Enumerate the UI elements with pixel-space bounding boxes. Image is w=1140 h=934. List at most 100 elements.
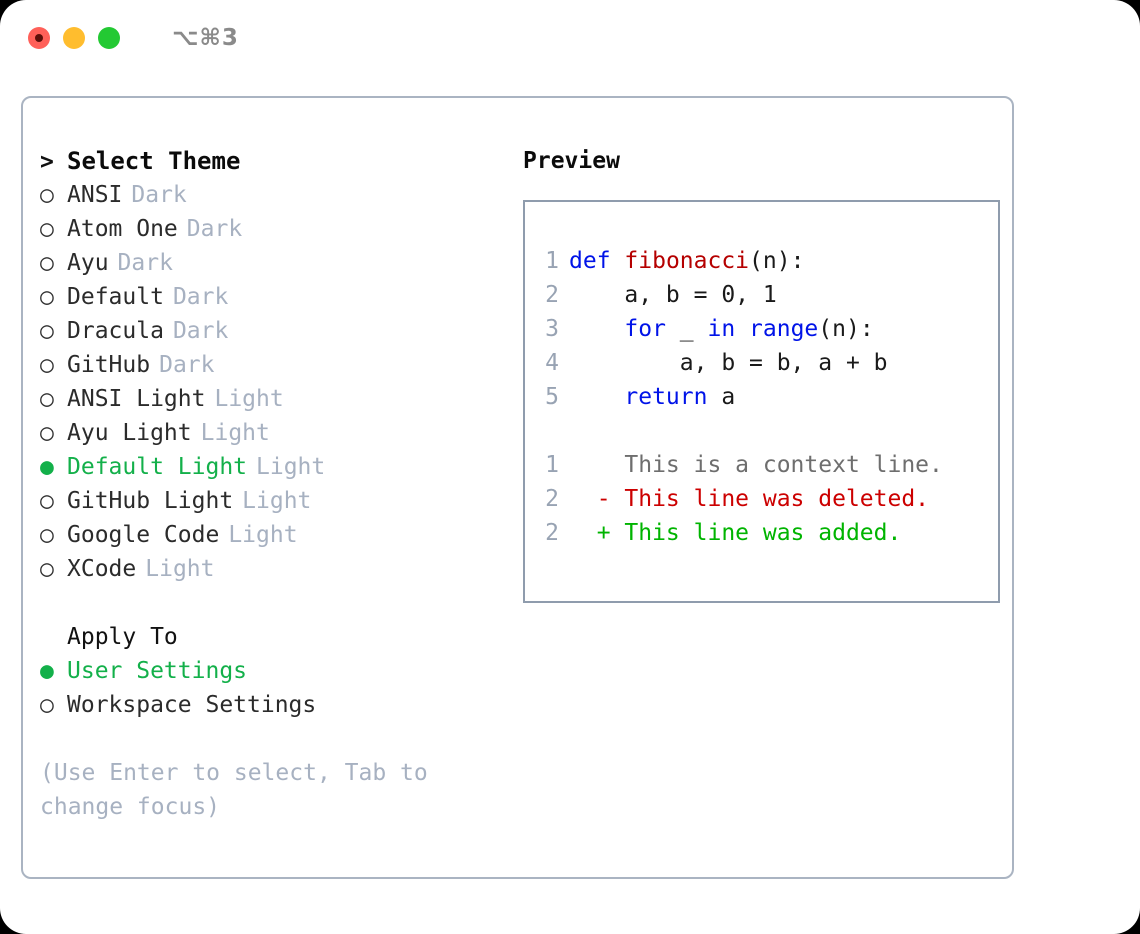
theme-option-row[interactable]: ○ Google Code Light [40, 518, 502, 552]
theme-option-label: GitHub [67, 352, 151, 378]
theme-variant-tag: Light [242, 488, 312, 514]
code-line-number: 2 [545, 282, 559, 308]
code-token: a, b = b, a + b [679, 350, 888, 376]
code-line-number: 5 [545, 384, 559, 410]
radio-selected-icon: ● [40, 454, 54, 480]
diff-line-number: 2 [545, 520, 559, 546]
code-token: for [624, 316, 666, 342]
window-titlebar: ⌥⌘3 [0, 0, 1140, 76]
apply-to-options-list: ●User Settings ○ Workspace Settings [40, 654, 502, 722]
theme-variant-tag: Light [200, 420, 270, 446]
theme-variant-tag: Light [228, 522, 298, 548]
theme-variant-tag: Dark [117, 250, 173, 276]
theme-option-label: ANSI Light [67, 386, 206, 412]
code-line-content: a, b = b, a + b [569, 346, 888, 380]
code-line: 4 a, b = b, a + b [525, 346, 998, 380]
theme-option-label: Dracula [67, 318, 164, 344]
code-line-number: 1 [545, 248, 559, 274]
apply-to-option-label: User Settings [67, 658, 248, 684]
radio-unselected-icon: ○ [40, 522, 54, 548]
theme-variant-tag: Dark [131, 182, 187, 208]
code-token: a [707, 384, 736, 410]
radio-unselected-icon: ○ [40, 386, 54, 412]
code-token: range [749, 316, 819, 342]
preview-title: Preview [523, 148, 620, 174]
code-token: _ [665, 316, 708, 342]
theme-option-row[interactable]: ○ Default Dark [40, 280, 502, 314]
theme-variant-tag: Dark [172, 318, 229, 344]
code-line-content: return a [569, 380, 735, 414]
select-theme-title: Select Theme [67, 147, 241, 175]
theme-option-label: Atom One [67, 216, 178, 242]
diff-line: 2 - This line was deleted. [525, 482, 998, 516]
theme-variant-tag: Light [214, 386, 284, 412]
theme-variant-tag: Dark [186, 216, 243, 242]
code-token: (n): [749, 248, 805, 274]
window-controls [28, 27, 120, 49]
apply-to-option-label: Workspace Settings [67, 692, 317, 718]
radio-unselected-icon: ○ [40, 352, 54, 378]
theme-option-row[interactable]: ○ Atom One Dark [40, 212, 502, 246]
select-theme-header: > Select Theme [40, 144, 502, 178]
radio-unselected-icon: ○ [40, 216, 54, 242]
theme-option-label: Default Light [67, 454, 248, 480]
radio-unselected-icon: ○ [40, 556, 54, 582]
diff-line: 1 This is a context line. [525, 448, 998, 482]
minimize-button-icon[interactable] [63, 27, 85, 49]
theme-option-label: Ayu Light [67, 420, 192, 446]
theme-variant-tag: Dark [172, 284, 229, 310]
diff-line-number: 1 [545, 452, 559, 478]
code-token [735, 316, 749, 342]
theme-option-row[interactable]: ○ ANSI Light Light [40, 382, 502, 416]
maximize-button-icon[interactable] [98, 27, 120, 49]
theme-variant-tag: Dark [159, 352, 215, 378]
diff-line: 2 + This line was added. [525, 516, 998, 550]
theme-option-label: ANSI [67, 182, 123, 208]
radio-unselected-icon: ○ [40, 284, 54, 310]
theme-option-row[interactable]: ○ GitHub Light Light [40, 484, 502, 518]
code-token: fibonacci [624, 248, 750, 274]
code-token: a, b = 0, 1 [624, 282, 777, 308]
window-shortcut-label: ⌥⌘3 [172, 25, 239, 51]
code-line: 2 a, b = 0, 1 [525, 278, 998, 312]
code-line-content: def fibonacci(n): [569, 244, 804, 278]
apply-to-title: Apply To [67, 624, 178, 650]
code-token: def [569, 248, 611, 274]
apply-to-option-row[interactable]: ●User Settings [40, 654, 502, 688]
radio-unselected-icon: ○ [40, 692, 54, 718]
theme-option-label: GitHub Light [67, 488, 234, 514]
code-line: 1 def fibonacci(n): [525, 244, 998, 278]
code-line-content: for _ in range(n): [569, 312, 873, 346]
theme-option-label: Ayu [67, 250, 109, 276]
theme-option-label: Default [67, 284, 164, 310]
code-line: 5 return a [525, 380, 998, 414]
code-line-content: a, b = 0, 1 [569, 278, 777, 312]
close-button-icon[interactable] [28, 27, 50, 49]
code-token [611, 248, 625, 274]
code-line: 3 for _ in range(n): [525, 312, 998, 346]
radio-unselected-icon: ○ [40, 488, 54, 514]
code-token: return [624, 384, 708, 410]
apply-to-option-row[interactable]: ○ Workspace Settings [40, 688, 502, 722]
diff-line-content: This is a context line. [569, 452, 943, 478]
theme-option-row[interactable]: ○ Ayu Light Light [40, 416, 502, 450]
caret-icon: > [40, 149, 54, 175]
theme-option-label: Google Code [67, 522, 220, 548]
code-token: in [707, 316, 736, 342]
list-spacer [40, 586, 502, 620]
radio-unselected-icon: ○ [40, 420, 54, 446]
theme-option-row[interactable]: ○ GitHub Dark [40, 348, 502, 382]
diff-line-content: - This line was deleted. [569, 486, 930, 512]
theme-option-label: XCode [67, 556, 137, 582]
